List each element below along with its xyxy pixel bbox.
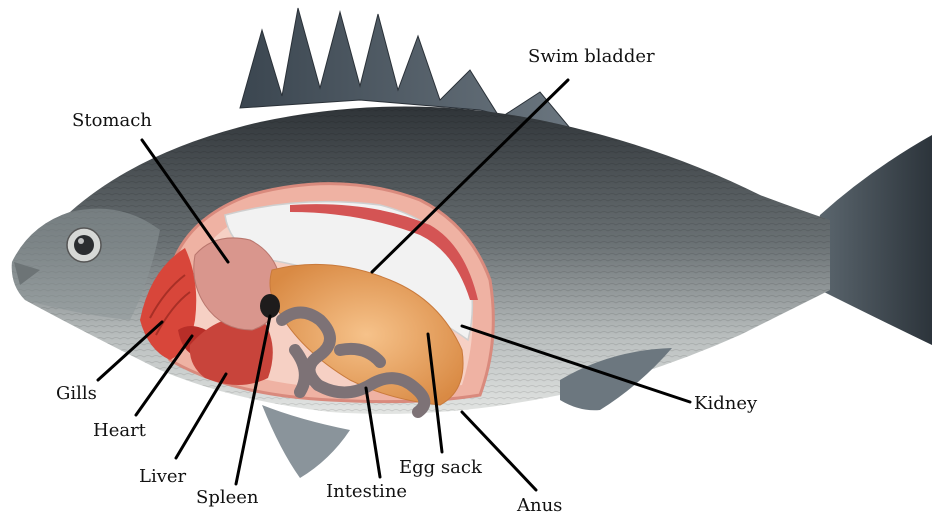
- liver-leader: [176, 374, 226, 458]
- label-kidney: Kidney: [694, 395, 757, 413]
- eye: [67, 228, 101, 262]
- label-egg-sack: Egg sack: [399, 459, 482, 477]
- label-heart: Heart: [93, 422, 146, 440]
- label-gills: Gills: [56, 385, 97, 403]
- label-spleen: Spleen: [196, 489, 259, 507]
- spleen: [260, 294, 280, 318]
- label-anus: Anus: [517, 497, 562, 515]
- anus-leader: [462, 412, 536, 490]
- tail-fin: [815, 135, 932, 345]
- label-liver: Liver: [139, 468, 186, 486]
- label-intestine: Intestine: [326, 483, 407, 501]
- pelvic-fin: [262, 405, 350, 478]
- label-swim-bladder: Swim bladder: [528, 48, 655, 66]
- label-stomach: Stomach: [72, 112, 152, 130]
